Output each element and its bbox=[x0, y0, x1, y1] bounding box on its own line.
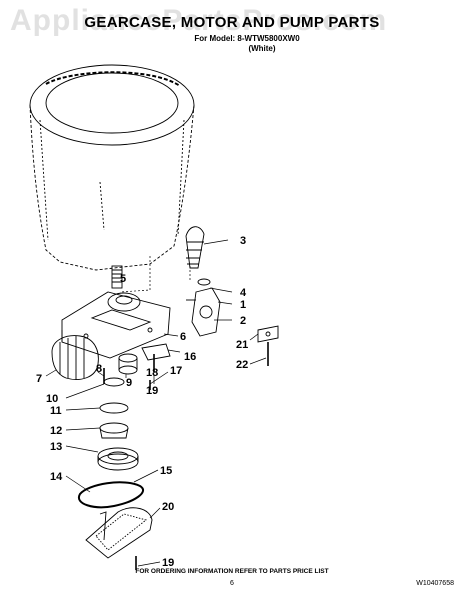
callout-2: 2 bbox=[240, 315, 246, 327]
callout-15: 15 bbox=[160, 465, 172, 477]
drive-shaft bbox=[111, 265, 123, 289]
callout-6: 6 bbox=[180, 331, 186, 343]
bracket-21-hole bbox=[265, 331, 271, 337]
callout-1: 1 bbox=[240, 299, 246, 311]
callout-4: 4 bbox=[240, 287, 247, 299]
callout-9: 9 bbox=[126, 377, 132, 389]
model-subtitle: For Model: 8-WTW5800XW0 bbox=[194, 34, 300, 43]
bracket-16 bbox=[141, 343, 171, 361]
callout-14: 14 bbox=[50, 471, 63, 483]
callouts: 3 4 1 2 5 6 7 8 9 10 11 12 13 14 15 16 1… bbox=[36, 235, 248, 569]
drive-belt-14 bbox=[77, 481, 144, 509]
callout-12: 12 bbox=[50, 425, 62, 437]
cam-12 bbox=[99, 422, 129, 439]
callout-13: 13 bbox=[50, 441, 62, 453]
callout-11: 11 bbox=[50, 405, 62, 417]
clamp-11 bbox=[99, 402, 129, 414]
callout-5: 5 bbox=[120, 273, 126, 285]
callout-7: 7 bbox=[36, 373, 42, 385]
callout-3: 3 bbox=[240, 235, 246, 247]
drive-motor bbox=[51, 335, 99, 380]
callout-22: 22 bbox=[236, 359, 248, 371]
drain-hose-3 bbox=[185, 226, 205, 269]
leader-lines bbox=[45, 239, 267, 567]
callout-19-top: 19 bbox=[146, 385, 158, 397]
ordering-note: FOR ORDERING INFORMATION REFER TO PARTS … bbox=[135, 568, 329, 575]
spacer-10 bbox=[103, 377, 125, 387]
callout-16: 16 bbox=[184, 351, 196, 363]
callout-19-bottom: 19 bbox=[162, 557, 174, 569]
callout-20: 20 bbox=[162, 501, 174, 513]
callout-17: 17 bbox=[170, 365, 182, 377]
page-number: 6 bbox=[230, 580, 234, 587]
callout-10: 10 bbox=[46, 393, 58, 405]
tub-illustration bbox=[29, 64, 195, 271]
drain-pump-1 bbox=[186, 287, 221, 337]
model-variant: (White) bbox=[248, 44, 276, 53]
hose-clamp-4 bbox=[197, 278, 211, 286]
coupler bbox=[118, 353, 138, 375]
bracket-21 bbox=[257, 325, 279, 343]
document-number: W10407658 bbox=[416, 580, 454, 587]
page-title: GEARCASE, MOTOR AND PUMP PARTS bbox=[84, 14, 380, 31]
callout-21: 21 bbox=[236, 339, 248, 351]
pulley-13 bbox=[97, 447, 139, 471]
callout-18: 18 bbox=[146, 367, 158, 379]
callout-8: 8 bbox=[96, 363, 102, 375]
base-shield-20 bbox=[85, 507, 153, 559]
gearcase-plate bbox=[61, 291, 171, 359]
